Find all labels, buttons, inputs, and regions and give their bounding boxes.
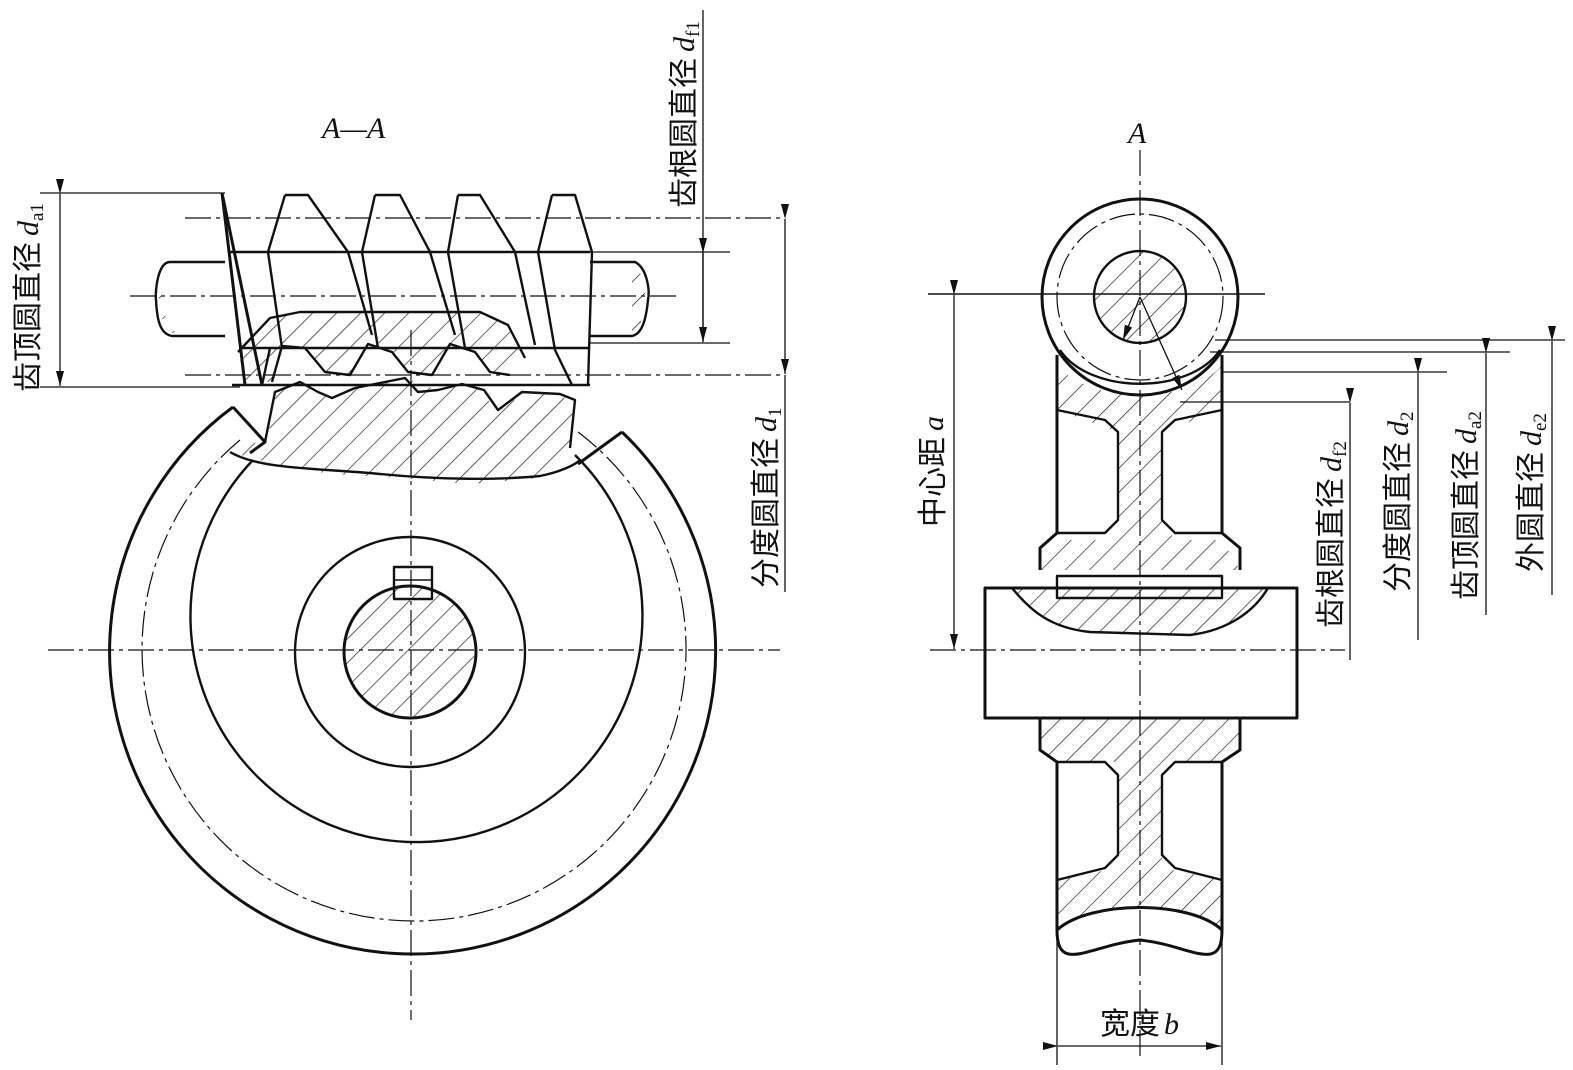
dim-root-diameter-worm xyxy=(590,10,730,344)
section-view-left: A—A 齿顶圆直径da1 齿根圆直径df1 分度圆直径d1 xyxy=(12,10,789,1020)
label-outer-diameter-wheel: 外圆直径de2 xyxy=(1515,413,1551,572)
label-tip-diameter-wheel: 齿顶圆直径da2 xyxy=(1450,411,1486,600)
wheel-side-section xyxy=(983,355,1299,956)
label-pitch-diameter-wheel: 分度圆直径d2 xyxy=(1382,412,1418,593)
section-title: A—A xyxy=(320,112,386,145)
side-view-right: A xyxy=(917,117,1565,1065)
label-tip-diameter-worm: 齿顶圆直径da1 xyxy=(12,203,48,392)
view-letter: A xyxy=(1126,117,1147,150)
label-root-diameter-worm: 齿根圆直径df1 xyxy=(668,21,704,208)
dim-tip-diameter-worm xyxy=(40,179,240,388)
label-pitch-diameter-worm: 分度圆直径d1 xyxy=(750,408,786,589)
dim-width xyxy=(1043,930,1223,1065)
label-center-distance: 中心距a xyxy=(917,416,950,527)
label-root-diameter-wheel: 齿根圆直径df2 xyxy=(1315,441,1351,628)
wheel-front xyxy=(108,376,718,956)
worm xyxy=(154,192,650,387)
